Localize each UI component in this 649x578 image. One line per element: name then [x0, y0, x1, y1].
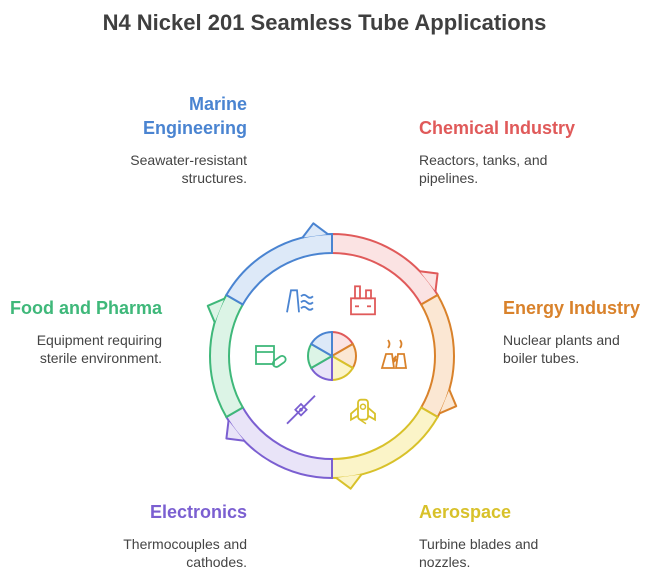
probe-icon [286, 395, 316, 425]
ring-segment-electronics [224, 406, 333, 480]
segment-desc-electronics: Thermocouples and cathodes. [123, 536, 247, 570]
segment-title-marine-engineering: Marine Engineering [142, 94, 247, 138]
segment-desc-food-and-pharma: Equipment requiring sterile environment. [36, 332, 162, 366]
segment-title-food-and-pharma: Food and Pharma [9, 298, 162, 318]
power-plant-icon [380, 339, 408, 369]
ring-arrow-chemical-industry [419, 270, 439, 292]
rocket-icon [350, 398, 376, 425]
ring-arrow-electronics [225, 420, 245, 442]
ring-arrow-aerospace [335, 473, 363, 490]
ring-arrow-food-and-pharma [206, 297, 225, 323]
segment-desc-aerospace: Turbine blades and nozzles. [419, 536, 539, 570]
segment-title-aerospace: Aerospace [419, 502, 512, 522]
segment-desc-energy-industry: Nuclear plants and boiler tubes. [503, 332, 620, 366]
ring-segment-marine-engineering [224, 232, 333, 306]
ring-arrow-marine-engineering [301, 222, 329, 239]
factory-icon [350, 285, 376, 316]
center-pie [307, 330, 357, 382]
segment-title-electronics: Electronics [149, 502, 247, 522]
page-title: N4 Nickel 201 Seamless Tube Applications [102, 10, 547, 35]
pie-slice-marine-engineering [309, 330, 333, 358]
package-pill-icon [255, 345, 287, 368]
segment-title-chemical-industry: Chemical Industry [419, 118, 576, 138]
ring-segment-aerospace [331, 406, 440, 480]
segment-desc-marine-engineering: Seawater-resistant structures. [130, 152, 247, 186]
ring-arrow-energy-industry [439, 389, 458, 415]
ring-segment-chemical-industry [331, 232, 440, 306]
segment-desc-chemical-industry: Reactors, tanks, and pipelines. [419, 152, 548, 186]
segment-title-energy-industry: Energy Industry [503, 298, 641, 318]
waves-icon [286, 289, 314, 313]
